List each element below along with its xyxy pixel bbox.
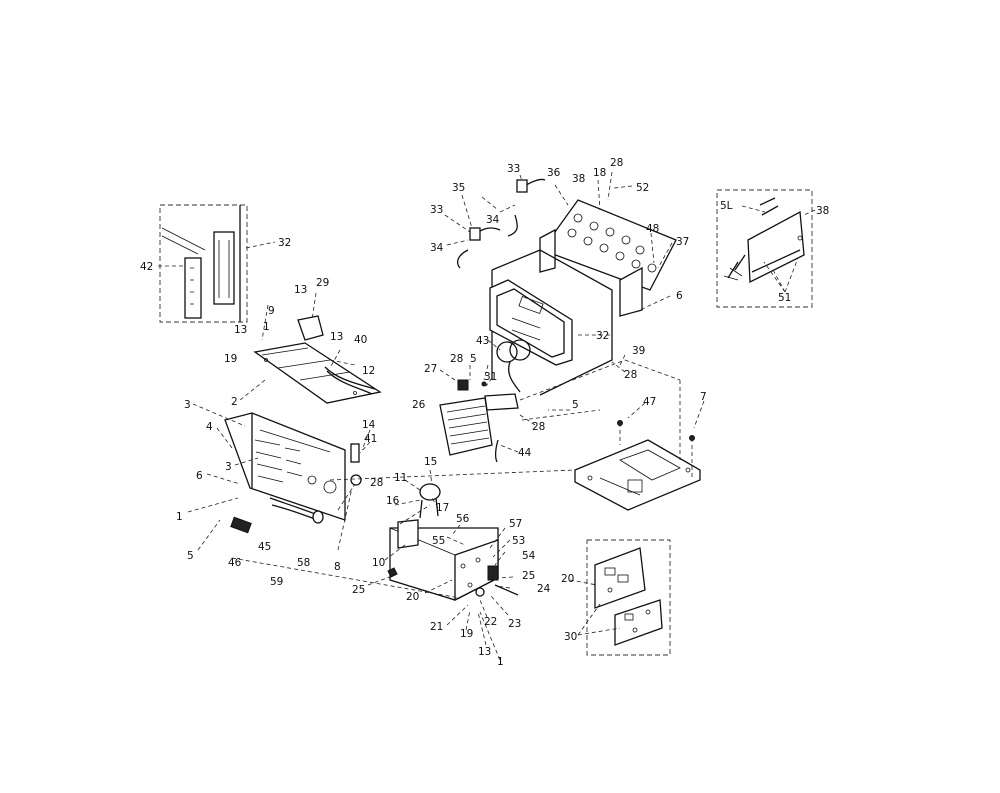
- callout-label: 33: [507, 163, 520, 175]
- callout-label: 25: [352, 584, 365, 596]
- callout-label: 4: [206, 421, 213, 433]
- callout-label: 48: [646, 223, 659, 235]
- callout-label: 13: [294, 284, 307, 296]
- callout-label: 3: [225, 461, 232, 473]
- callout-label: 17: [436, 502, 449, 514]
- callout-labels: 42 32 13 29 9 13 1 19 13 40 12 2 3 4 3 6…: [140, 157, 829, 668]
- callout-label: 26: [412, 399, 426, 411]
- callout-label: 38: [816, 205, 829, 217]
- callout-label: 54: [522, 550, 536, 562]
- callout-label: 52: [636, 182, 649, 194]
- callout-label: 3: [184, 399, 191, 411]
- inset-panel-detail: [569, 539, 671, 656]
- callout-label: 18: [593, 167, 606, 179]
- callout-label: 13: [234, 324, 247, 336]
- callout-label: 1: [263, 321, 270, 333]
- callout-label: 31: [484, 371, 497, 383]
- callout-label: 20: [406, 591, 419, 603]
- callout-label: 6: [196, 470, 203, 482]
- callout-label: 21: [430, 621, 443, 633]
- callout-label: 5L: [720, 200, 733, 212]
- front-panel-assembly: [231, 469, 519, 661]
- callout-label: 5: [572, 399, 579, 411]
- callout-label: 14: [362, 419, 376, 431]
- callout-label: 34: [486, 214, 500, 226]
- callout-label: 23: [508, 618, 521, 630]
- callout-label: 51: [778, 292, 791, 304]
- callout-label: 46: [228, 557, 242, 569]
- callout-label: 15: [424, 456, 437, 468]
- callout-label: 30: [564, 631, 577, 643]
- callout-label: 9: [268, 305, 275, 317]
- callout-label: 7: [700, 391, 707, 403]
- callout-label: 11: [394, 472, 407, 484]
- callout-label: 27: [424, 363, 437, 375]
- callout-label: 28: [532, 421, 545, 433]
- callout-label: 53: [512, 535, 525, 547]
- base-plate-assembly: [574, 380, 705, 511]
- callout-label: 8: [334, 561, 341, 573]
- callout-label: 10: [372, 557, 385, 569]
- callout-label: 29: [316, 277, 329, 289]
- inset-terminal-strip: [158, 204, 276, 323]
- callout-label: 13: [478, 646, 491, 658]
- callout-label: 34: [430, 242, 444, 254]
- callout-label: 37: [676, 236, 689, 248]
- callout-label: 58: [297, 557, 310, 569]
- callout-label: 6: [676, 290, 683, 302]
- callout-label: 57: [509, 518, 522, 530]
- callout-label: 36: [547, 167, 561, 179]
- callout-label: 28: [624, 369, 637, 381]
- callout-label: 39: [632, 345, 645, 357]
- callout-label: 42: [140, 261, 153, 273]
- callout-label: 44: [518, 447, 532, 459]
- callout-label: 20: [561, 573, 574, 585]
- callout-label: 32: [596, 330, 609, 342]
- callout-label: 19: [460, 628, 473, 640]
- callout-label: 32: [278, 237, 291, 249]
- callout-label: 56: [456, 513, 470, 525]
- callout-label: 12: [362, 365, 375, 377]
- cabinet-housing-assembly: [329, 171, 681, 481]
- callout-label: 59: [270, 576, 283, 588]
- callout-label: 40: [354, 334, 367, 346]
- callout-label: 16: [386, 495, 400, 507]
- callout-label: 5: [187, 550, 194, 562]
- callout-label: 41: [364, 433, 377, 445]
- callout-label: 19: [224, 353, 237, 365]
- callout-label: 55: [432, 535, 445, 547]
- inset-handle-bracket: [716, 189, 816, 308]
- callout-label: 43: [476, 335, 489, 347]
- callout-label: 35: [452, 182, 465, 194]
- callout-label: 28: [450, 353, 463, 365]
- callout-label: 45: [258, 541, 271, 553]
- callout-label: 33: [430, 204, 443, 216]
- callout-label: 13: [330, 331, 343, 343]
- callout-label: 28: [610, 157, 623, 169]
- callout-label: 25: [522, 570, 535, 582]
- callout-label: 1: [497, 656, 504, 668]
- callout-label: 24: [537, 583, 551, 595]
- callout-label: 28: [370, 477, 383, 489]
- callout-label: 2: [231, 396, 238, 408]
- callout-label: 1: [176, 511, 183, 523]
- callout-label: 22: [484, 616, 497, 628]
- callout-label: 47: [643, 396, 656, 408]
- callout-label: 5: [470, 353, 477, 365]
- left-chassis-assembly: [187, 292, 382, 551]
- callout-label: 38: [572, 173, 585, 185]
